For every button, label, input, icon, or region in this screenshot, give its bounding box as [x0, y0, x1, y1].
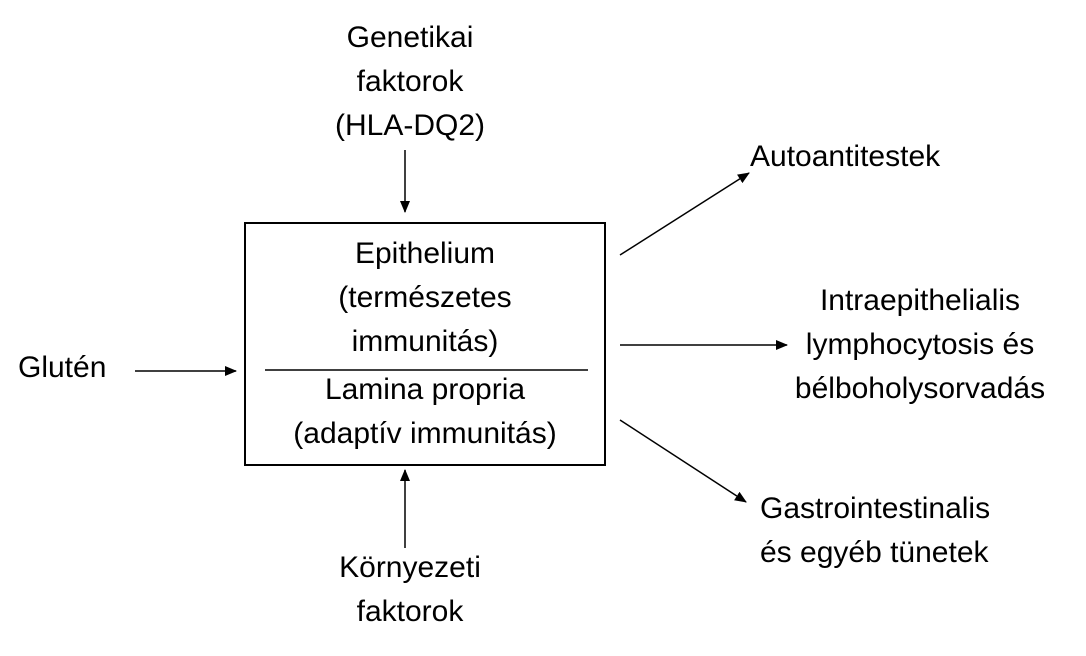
environmental-factors-label: Környezeti faktorok [300, 546, 520, 634]
epithelium-line-2: (természetes [338, 281, 512, 314]
epithelium-line-3: immunitás) [351, 325, 499, 358]
autoantibodies-label: Autoantitestek [750, 140, 941, 173]
arrow-box-to-gi-symptoms [619, 419, 747, 503]
lamina-line-1: Lamina propria [324, 373, 526, 406]
genetic-line-2: faktorok [356, 65, 464, 98]
lamina-propria-label: Lamina propria (adaptív immunitás) [245, 368, 605, 456]
genetic-line-1: Genetikai [346, 21, 474, 54]
lymphocytosis-line-1: Intraepithelialis [819, 284, 1021, 317]
environmental-line-2: faktorok [356, 595, 464, 628]
lymphocytosis-label: Intraepithelialis lymphocytosis és bélbo… [770, 279, 1070, 411]
gi-line-1: Gastrointestinalis [760, 492, 991, 525]
lymphocytosis-line-3: bélboholysorvadás [794, 372, 1046, 405]
gi-line-2: és egyéb tünetek [760, 536, 989, 569]
genetic-line-3: (HLA-DQ2) [334, 109, 485, 142]
genetic-factors-label: Genetikai faktorok (HLA-DQ2) [310, 16, 510, 148]
lamina-line-2: (adaptív immunitás) [293, 417, 557, 450]
lymphocytosis-line-2: lymphocytosis és [805, 328, 1035, 361]
epithelium-label: Epithelium (természetes immunitás) [245, 232, 605, 364]
arrow-box-to-autoantibodies [619, 172, 750, 256]
immune-box [244, 222, 606, 466]
gluten-label: Glutén [18, 351, 107, 384]
epithelium-line-1: Epithelium [354, 237, 496, 270]
gi-symptoms-label: Gastrointestinalis és egyéb tünetek [760, 487, 1040, 575]
environmental-line-1: Környezeti [339, 551, 481, 584]
